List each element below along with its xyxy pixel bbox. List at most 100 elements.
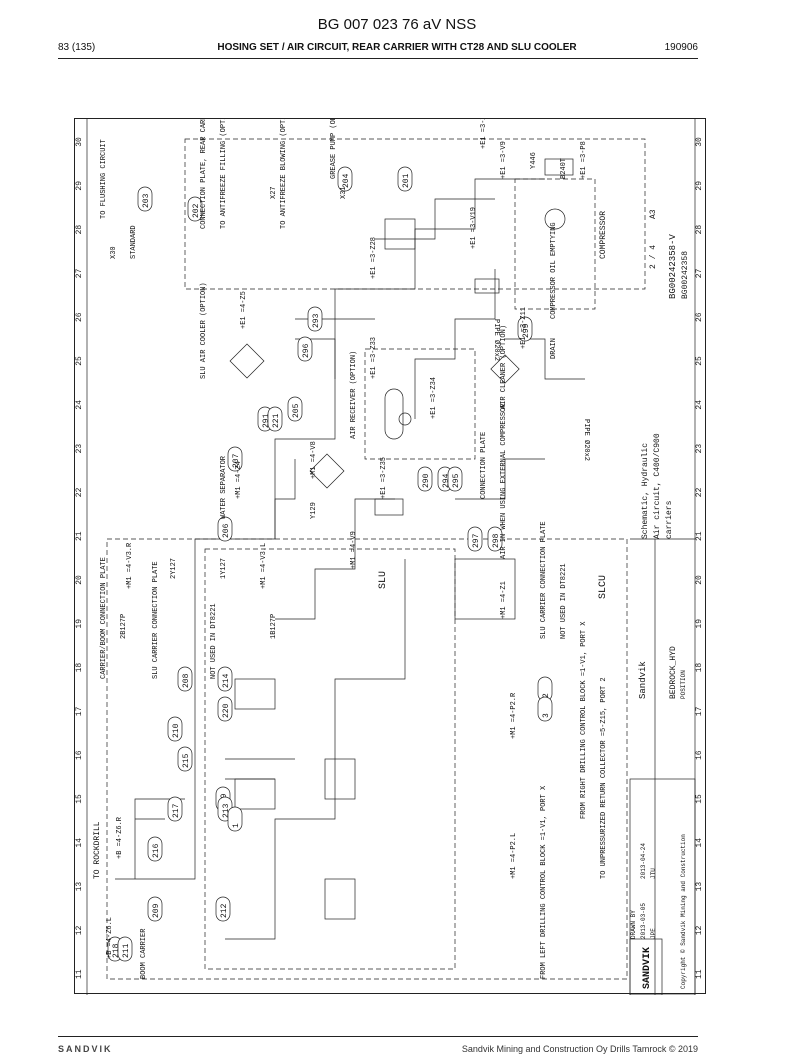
label-air-in: AIR IN WHEN USING EXTERNAL COMPRESSOR <box>500 403 508 559</box>
svg-text:293: 293 <box>312 313 321 328</box>
page-number: 83 (135) <box>58 42 96 53</box>
svg-text:298: 298 <box>492 533 501 548</box>
callout-207: 207 <box>227 446 243 472</box>
svg-text:216: 216 <box>152 843 161 858</box>
svg-text:203: 203 <box>142 193 151 208</box>
svg-text:214: 214 <box>222 673 231 688</box>
svg-text:295: 295 <box>452 473 461 488</box>
header-rule <box>58 58 698 59</box>
svg-text:209: 209 <box>152 903 161 918</box>
label-pipe-20x2: PIPE Ø20x2 <box>492 319 501 361</box>
grid-number-right: 20 <box>695 575 704 585</box>
grid-number-left: 19 <box>75 619 84 629</box>
tb-company: Sandvik <box>638 661 648 699</box>
label-x30: X30 <box>110 246 118 259</box>
label-water-separator: WATER SEPARATOR <box>220 455 228 519</box>
dashed-frames <box>106 138 646 980</box>
label-m1-v3l: +M1 =4-V3.L <box>260 543 268 589</box>
callout-216: 216 <box>147 836 163 862</box>
grid-number-right: 12 <box>695 925 704 935</box>
label-compressor: COMPRESSOR <box>599 211 608 259</box>
label-boom-carrier: BOOM CARRIER <box>140 928 148 979</box>
grid-number-left: 14 <box>75 838 84 848</box>
page-title: HOSING SET / AIR CIRCUIT, REAR CARRIER W… <box>217 42 577 53</box>
grid-number-left: 30 <box>75 137 84 147</box>
label-v19: +E1 =3-V19 <box>470 207 478 249</box>
callout-220: 220 <box>217 696 233 722</box>
compressor-frame <box>514 178 596 310</box>
grid-number-left: 21 <box>75 531 84 541</box>
grid-number-left: 23 <box>75 444 84 454</box>
label-y129: Y129 <box>310 502 318 519</box>
title-block-frame <box>629 778 696 995</box>
valve-block-2 <box>234 678 276 710</box>
callout-295: 295 <box>447 466 463 492</box>
svg-text:213: 213 <box>222 803 231 818</box>
label-pipe-20x2b: PIPE Ø20x2 <box>582 419 591 461</box>
slcu-frame <box>106 538 628 980</box>
label-from-right: FROM RIGHT DRILLING CONTROL BLOCK =1-V1,… <box>580 621 588 819</box>
label-b-z6l: +B =4-Z6.L <box>106 917 114 959</box>
logo-box <box>629 938 663 995</box>
label-slu-air-cooler: SLU AIR COOLER (OPTION) <box>200 282 208 379</box>
callout-206: 206 <box>217 516 233 542</box>
grid-number-right: 13 <box>695 882 704 892</box>
label-2y127: 2Y127 <box>170 558 178 579</box>
grid-number-left: 22 <box>75 487 84 497</box>
label-to-rockdrill: TO ROCKDRILL <box>93 821 102 879</box>
label-p8: +E1 =3-P8 <box>580 141 588 179</box>
label-x31: X31 <box>340 186 348 199</box>
callout-212: 212 <box>215 896 231 922</box>
grid-number-left: 16 <box>75 750 84 760</box>
grid-number-right: 11 <box>695 969 704 979</box>
label-carrier-boom-plate: CARRIER/BOOM CONNECTION PLATE <box>100 557 108 679</box>
svg-text:201: 201 <box>402 173 411 188</box>
footer-text: Sandvik Mining and Construction Oy Drill… <box>461 1044 698 1054</box>
callout-214: 214 <box>217 666 233 692</box>
pressure-gauge <box>398 412 412 426</box>
label-v9: +E1 =3-V9 <box>500 141 508 179</box>
label-y446: Y446 <box>530 152 538 169</box>
callout-208: 208 <box>177 666 193 692</box>
label-slu-carrier-plate: SLU CARRIER CONNECTION PLATE <box>152 561 160 679</box>
valve-block-3 <box>324 878 356 920</box>
tb-checked-name: JTU <box>650 868 657 879</box>
label-m1-z4: +M1 =4-Z4 <box>235 461 243 499</box>
grid-number-right: 22 <box>695 487 704 497</box>
grid-number-right: 14 <box>695 838 704 848</box>
callout-201: 201 <box>397 166 413 192</box>
grid-number-right: 21 <box>695 531 704 541</box>
grid-number-left: 13 <box>75 882 84 892</box>
label-air-cleaner: AIR CLEANER (OPTION) <box>500 325 508 409</box>
label-1b127p: 1B127P <box>270 614 278 639</box>
air-receiver-frame <box>364 348 476 460</box>
grid-number-right: 23 <box>695 444 704 454</box>
callout-215: 215 <box>177 746 193 772</box>
grid-number-right: 26 <box>695 312 704 322</box>
svg-text:204: 204 <box>342 173 351 188</box>
callout-204: 204 <box>337 166 353 192</box>
label-z33: +E1 =3-Z33 <box>370 337 378 379</box>
label-standard: STANDARD <box>130 225 138 259</box>
grid-number-left: 17 <box>75 706 84 716</box>
footer-rule <box>58 1036 698 1037</box>
tb-desc-1: Schematic, Hydraulic <box>641 443 650 539</box>
label-z35: +E1 =3-Z35 <box>380 457 388 499</box>
callout-209: 209 <box>147 896 163 922</box>
grid-number-right: 16 <box>695 750 704 760</box>
grid-number-left: 11 <box>75 969 84 979</box>
svg-text:211: 211 <box>122 943 131 958</box>
label-antifreeze-blowing: TO ANTIFREEZE BLOWING (OPTION) <box>280 119 288 229</box>
callout-221: 221 <box>267 406 283 432</box>
svg-text:3: 3 <box>542 713 551 718</box>
y446-valve <box>544 158 574 176</box>
svg-text:299: 299 <box>522 323 531 338</box>
callout-2: 2 <box>537 676 553 702</box>
label-drain: DRAIN <box>550 338 558 359</box>
callout-299: 299 <box>517 316 533 342</box>
callout-290: 290 <box>417 466 433 492</box>
svg-text:294: 294 <box>442 473 451 488</box>
svg-text:215: 215 <box>182 753 191 768</box>
